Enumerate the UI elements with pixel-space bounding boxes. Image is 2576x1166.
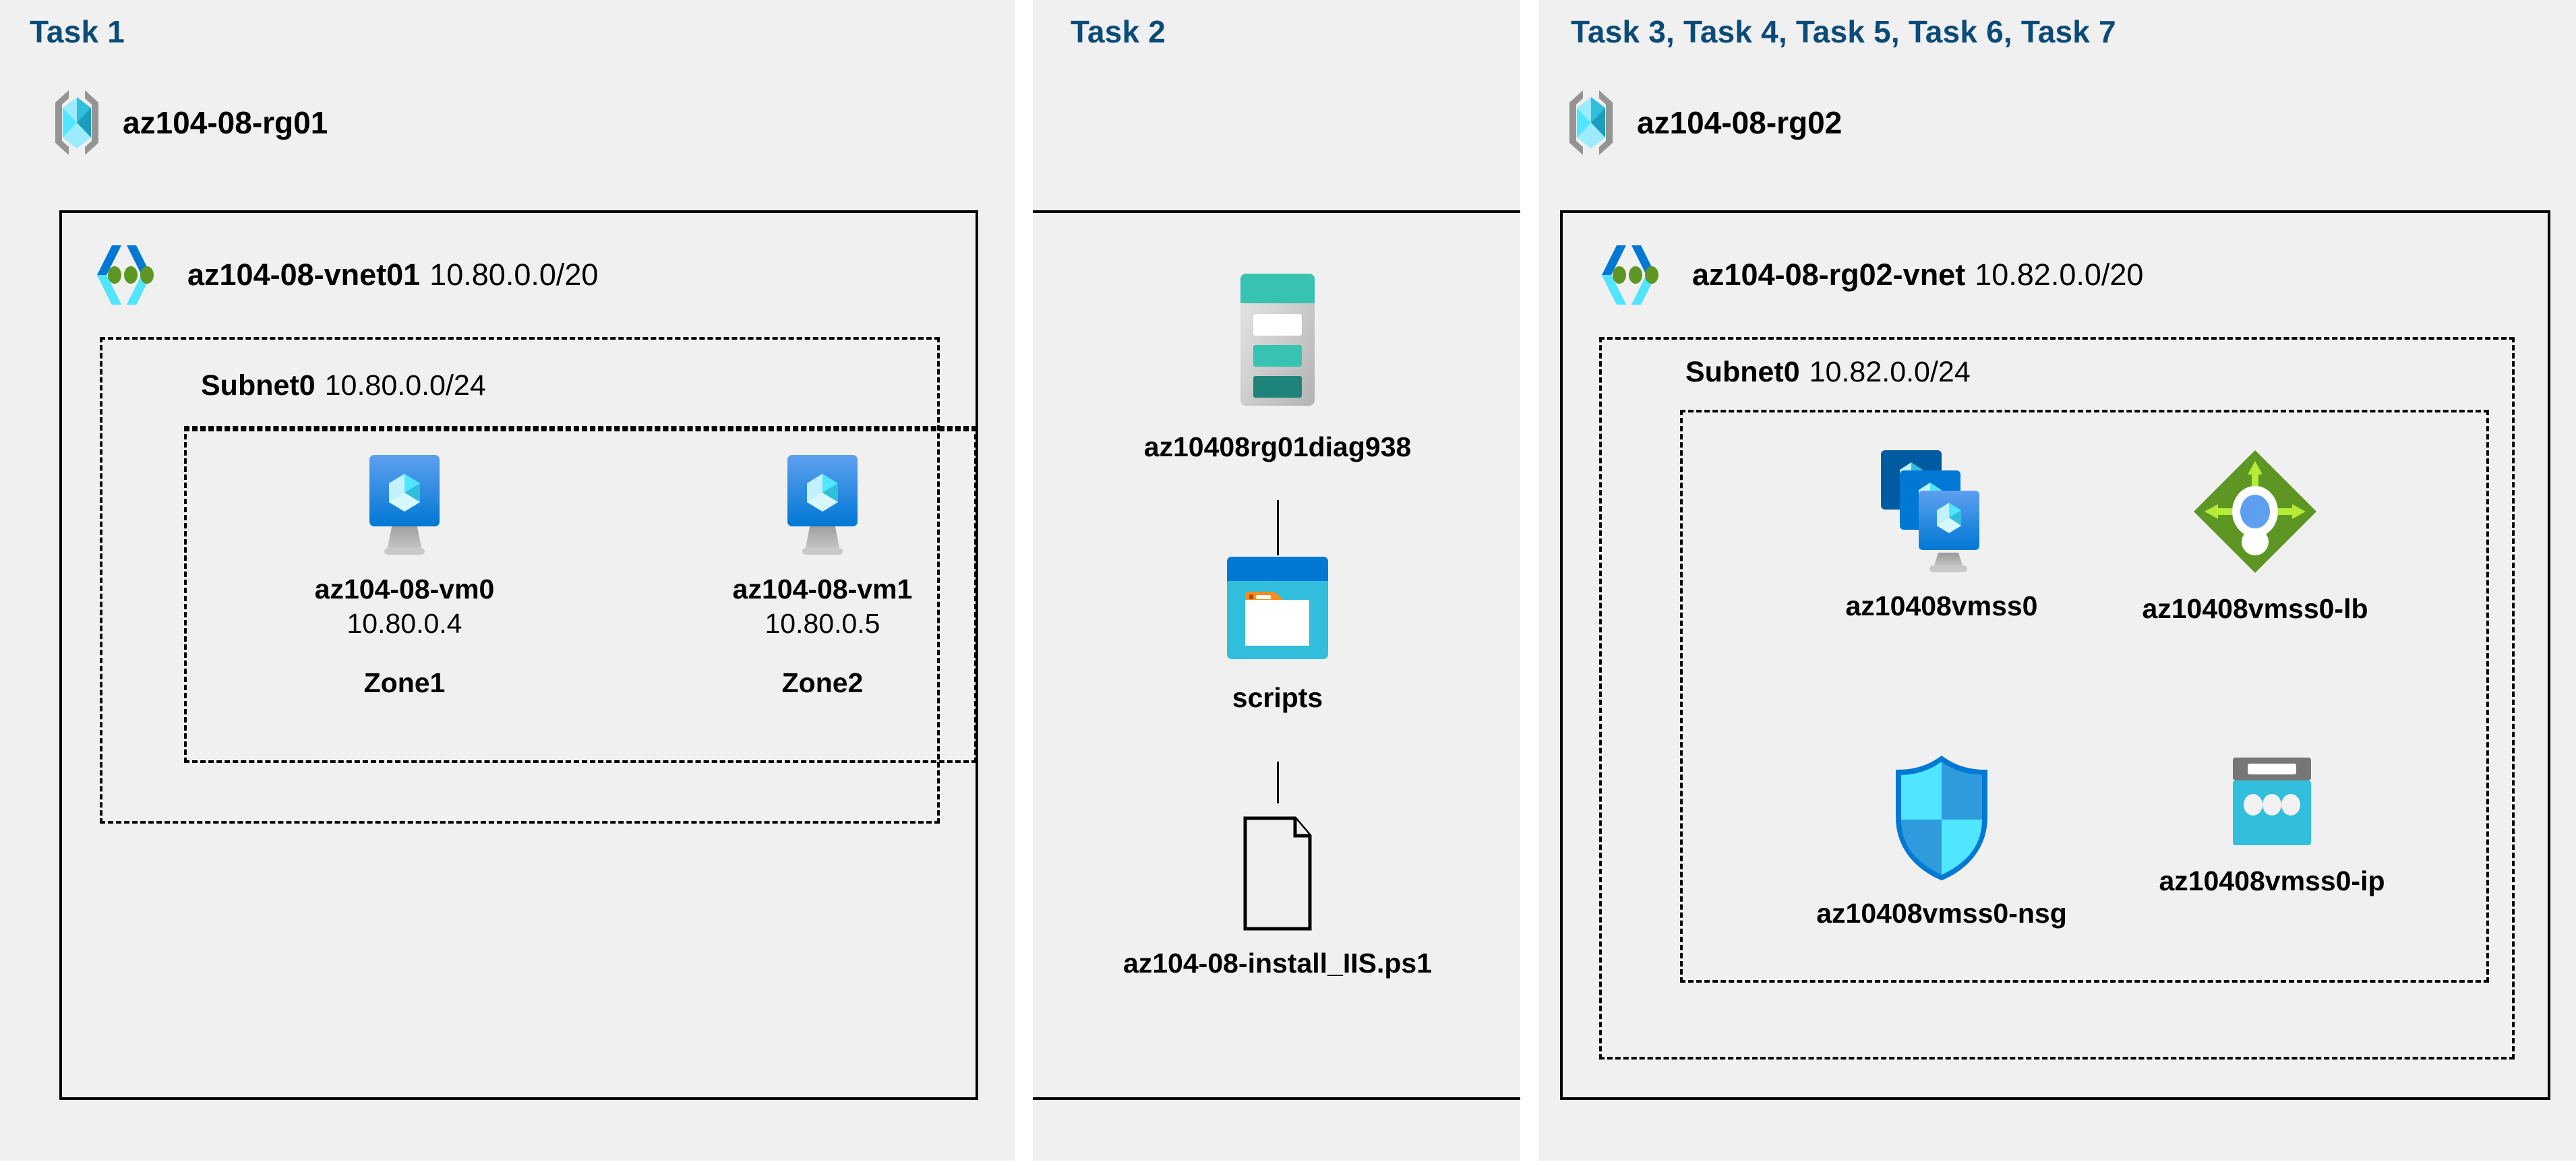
blob-container-icon (1216, 551, 1339, 667)
task3-7-panel (1538, 0, 2576, 1161)
right-resources-box (1680, 410, 2489, 983)
virtual-machine-icon (770, 448, 875, 559)
left-vm-1-ip: 10.80.0.5 (765, 608, 880, 640)
right-lb-node[interactable]: az10408vmss0-lb (2120, 445, 2390, 625)
virtual-network-icon (1599, 243, 1675, 307)
right-vnet-box (1560, 210, 2550, 1100)
load-balancer-icon (2188, 445, 2322, 578)
right-resource-group: az104-08-rg02 (1563, 88, 1842, 158)
left-vm-0-ip: 10.80.0.4 (347, 608, 462, 640)
right-vnet-name: az104-08-rg02-vnet (1692, 257, 1966, 292)
task2-content-box (1033, 210, 1520, 1100)
left-vnet-cidr: 10.80.0.0/20 (429, 257, 599, 292)
right-nsg-node[interactable]: az10408vmss0-nsg (1800, 755, 2083, 930)
right-vmss-name: az10408vmss0 (1845, 590, 2038, 621)
resource-group-icon (1563, 88, 1619, 158)
left-subnet-cidr: 10.80.0.0/24 (324, 369, 486, 402)
container-to-file-connector (1277, 762, 1279, 803)
right-vmss-node[interactable]: az10408vmss0 (1807, 445, 2076, 623)
right-ip-name: az10408vmss0-ip (2159, 865, 2385, 896)
task1-panel (0, 0, 1015, 1161)
virtual-machine-icon (352, 448, 457, 559)
left-subnet-box (100, 337, 940, 824)
right-lb-name: az10408vmss0-lb (2142, 593, 2368, 624)
right-ip-node[interactable]: az10408vmss0-ip (2130, 755, 2414, 898)
right-vnet-cidr: 10.82.0.0/20 (1975, 257, 2144, 292)
right-subnet-cidr: 10.82.0.0/24 (1809, 356, 1971, 388)
public-ip-address-icon (2221, 755, 2323, 851)
left-vnet-box (59, 210, 978, 1100)
left-resource-group: az104-08-rg01 (49, 88, 328, 158)
blob-container-node[interactable]: scripts (1197, 551, 1358, 714)
storage-account-name: az10408rg01diag938 (1143, 431, 1412, 462)
right-nsg-name: az10408vmss0-nsg (1816, 898, 2067, 929)
right-subnet-box (1599, 337, 2515, 1060)
network-security-group-icon (1888, 755, 1996, 883)
left-zones-inner-box (184, 426, 977, 763)
file-name: az104-08-install_IIS.ps1 (1122, 948, 1433, 979)
file-icon (1230, 814, 1325, 933)
vm-scale-set-icon (1874, 445, 2009, 576)
left-vm-1-name: az104-08-vm1 (732, 574, 913, 605)
storage-account-icon (1215, 263, 1340, 417)
right-vnet-header: az104-08-rg02-vnet 10.82.0.0/20 (1599, 243, 2143, 307)
task2-label: Task 2 (1071, 14, 1166, 49)
file-node[interactable]: az104-08-install_IIS.ps1 (1119, 814, 1436, 980)
left-vnet-name: az104-08-vnet01 (187, 257, 421, 292)
storage-account-node[interactable]: az10408rg01diag938 (1143, 263, 1412, 464)
left-resource-group-name: az104-08-rg01 (123, 105, 328, 140)
task3-7-label: Task 3, Task 4, Task 5, Task 6, Task 7 (1571, 14, 2116, 49)
left-vm-0-zone: Zone1 (363, 667, 446, 699)
left-vm-0-name: az104-08-vm0 (314, 574, 495, 605)
left-vm-1-zone: Zone2 (781, 667, 864, 699)
task1-label: Task 1 (30, 14, 125, 49)
left-subnet-name: Subnet0 (201, 369, 316, 402)
right-subnet-header: Subnet0 10.82.0.0/24 (1685, 356, 1971, 389)
right-subnet-name: Subnet0 (1685, 356, 1800, 388)
resource-group-icon (49, 88, 105, 158)
blob-container-name: scripts (1232, 682, 1323, 713)
left-vm-0[interactable]: az104-08-vm0 10.80.0.4 Zone1 (303, 448, 506, 699)
left-vm-1[interactable]: az104-08-vm1 10.80.0.5 Zone2 (721, 448, 924, 699)
right-resource-group-name: az104-08-rg02 (1637, 105, 1843, 140)
virtual-network-icon (94, 243, 170, 307)
storage-to-container-connector (1277, 500, 1279, 555)
